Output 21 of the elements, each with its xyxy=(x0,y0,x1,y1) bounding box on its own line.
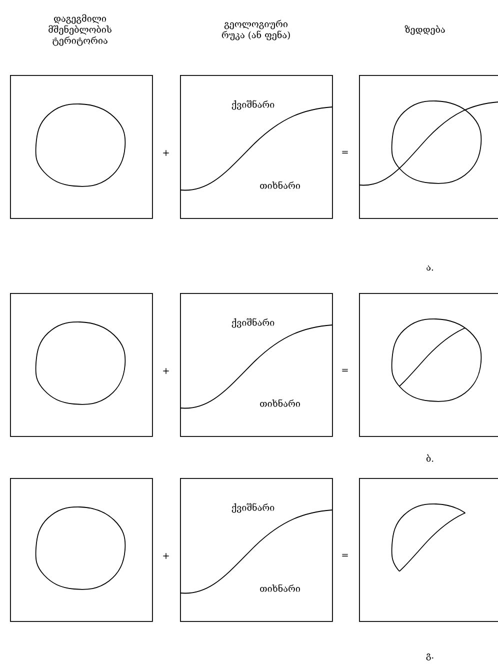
overlay-box xyxy=(359,478,498,622)
overlay-box xyxy=(359,293,498,437)
row-letter: ბ. xyxy=(426,454,434,462)
equals-sign: = xyxy=(342,368,348,372)
column-heading: დაგეგმილი მშენებლობის ტერიტორია xyxy=(48,14,112,46)
overlay-box xyxy=(359,75,498,219)
equals-sign: = xyxy=(342,554,348,556)
plus-sign: + xyxy=(163,553,169,559)
equals-sign: = xyxy=(342,150,348,154)
geology-map-box: ქვიშნარი თიხნარი xyxy=(180,478,333,622)
plus-sign: + xyxy=(163,150,169,156)
row-letter: ა. xyxy=(426,265,434,271)
column-heading: გეოლოგიური რუკა (ან ფენა) xyxy=(222,20,290,40)
plus-sign: + xyxy=(163,368,169,374)
territory-box xyxy=(10,478,153,622)
geology-map-box: ქვიშნარი თიხნარი xyxy=(180,75,333,219)
column-heading: ზედდება xyxy=(404,25,445,35)
territory-box xyxy=(10,75,153,219)
territory-box xyxy=(10,293,153,437)
geology-map-box: ქვიშნარი თიხნარი xyxy=(180,293,333,437)
row-letter: გ. xyxy=(426,654,434,660)
